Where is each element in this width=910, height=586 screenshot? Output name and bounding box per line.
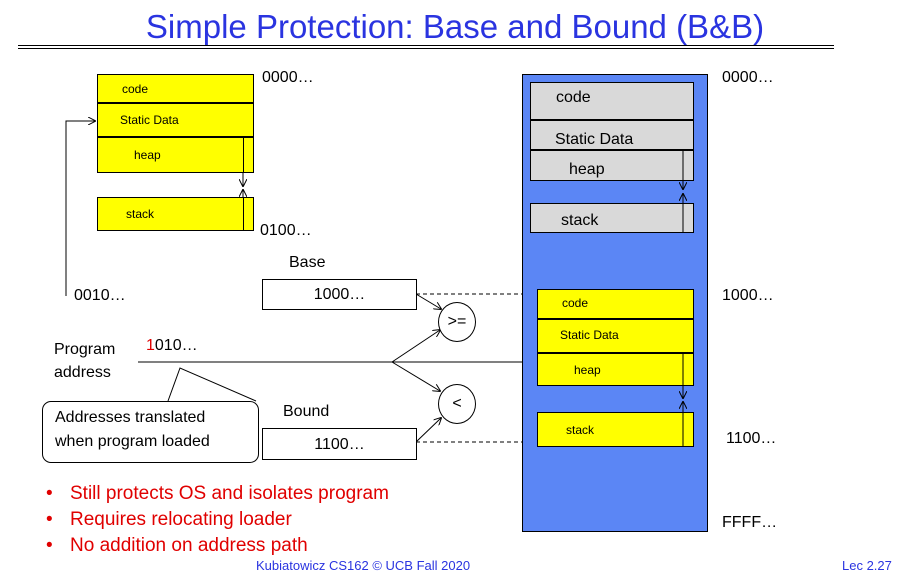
- program-address-label-line1: Program: [54, 341, 116, 358]
- prog-stack-label: stack: [566, 423, 595, 437]
- bound-register-label: Bound: [283, 403, 330, 420]
- program-addr-end: 0100…: [260, 222, 312, 239]
- os-heap-segment: heap: [530, 150, 694, 181]
- callout-line2: when program loaded: [55, 433, 210, 450]
- program-address-value-rest: 010…: [154, 337, 198, 354]
- program-address-value-prefix: 1: [146, 337, 155, 354]
- bound-register-value: 1100…: [314, 436, 365, 453]
- program-stack-edge: [243, 198, 244, 230]
- os-code-label: code: [556, 89, 591, 106]
- memory-addr-top: 0000…: [722, 69, 774, 86]
- program-address-label-line2: address: [54, 364, 111, 381]
- prog-code-segment: code: [537, 289, 694, 319]
- ge-comparator: >=: [438, 302, 476, 342]
- os-code-segment: code: [530, 82, 694, 120]
- bullet-item: Still protects OS and isolates program: [46, 481, 389, 507]
- prog-heap-label: heap: [574, 363, 601, 377]
- footer-lecture: Lec 2.27: [842, 558, 892, 573]
- lt-comparator: <: [438, 384, 476, 424]
- os-static-data-label: Static Data: [555, 131, 634, 148]
- program-address-value: 1010…: [146, 337, 198, 355]
- program-code-label: code: [122, 82, 149, 96]
- bullet-list: Still protects OS and isolates program R…: [46, 481, 389, 559]
- callout-line1: Addresses translated: [55, 409, 206, 426]
- title-underline: [18, 45, 834, 46]
- program-addr-start: 0000…: [262, 69, 314, 86]
- program-static-data-segment: Static Data: [97, 103, 254, 137]
- base-register-label: Base: [289, 254, 326, 271]
- base-register: 1000…: [262, 279, 417, 310]
- footer-credit: Kubiatowicz CS162 © UCB Fall 2020: [256, 558, 471, 573]
- memory-addr-base: 1000…: [722, 287, 774, 304]
- lt-comparator-symbol: <: [452, 395, 462, 412]
- os-stack-segment: stack: [530, 203, 694, 233]
- prog-static-data-label: Static Data: [560, 328, 619, 342]
- program-heap-edge: [243, 138, 244, 172]
- os-static-data-segment: Static Data: [530, 120, 694, 150]
- title-underline-2: [18, 48, 834, 49]
- slide-title: Simple Protection: Base and Bound (B&B): [145, 8, 765, 45]
- program-entry-addr: 0010…: [74, 287, 126, 304]
- os-heap-label: heap: [569, 161, 605, 178]
- program-stack-label: stack: [126, 207, 155, 221]
- bullet-item: No addition on address path: [46, 533, 389, 559]
- prog-heap-segment: heap: [537, 353, 694, 386]
- memory-addr-bound: 1100…: [726, 430, 777, 447]
- program-static-data-label: Static Data: [120, 113, 179, 127]
- prog-code-label: code: [562, 296, 589, 310]
- translation-callout: Addresses translated when program loaded: [42, 401, 259, 463]
- program-heap-label: heap: [134, 148, 161, 162]
- program-heap-segment: heap: [97, 137, 254, 173]
- ge-comparator-symbol: >=: [447, 313, 467, 330]
- base-register-value: 1000…: [313, 286, 366, 303]
- bullet-item: Requires relocating loader: [46, 507, 389, 533]
- prog-static-data-segment: Static Data: [537, 319, 694, 353]
- prog-stack-segment: stack: [537, 412, 694, 447]
- program-code-segment: code: [97, 74, 254, 103]
- bound-register: 1100…: [262, 428, 417, 460]
- program-stack-segment: stack: [97, 197, 254, 231]
- os-stack-label: stack: [561, 212, 599, 229]
- memory-addr-end: FFFF…: [722, 514, 778, 531]
